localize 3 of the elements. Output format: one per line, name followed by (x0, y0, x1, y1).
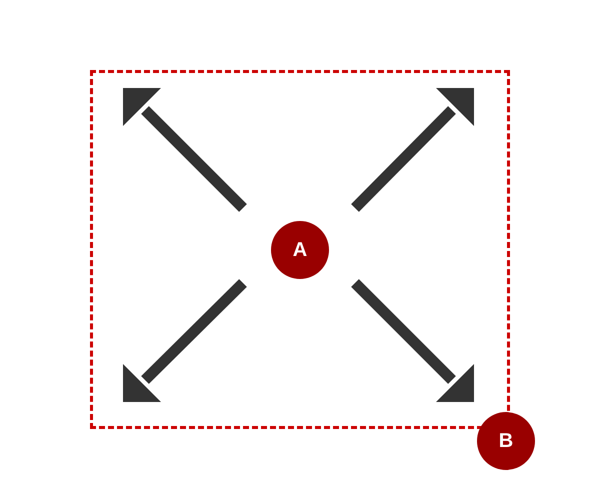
dashed-frame (90, 70, 510, 429)
circle-label: B (498, 430, 514, 452)
circle-label: A (292, 238, 308, 262)
